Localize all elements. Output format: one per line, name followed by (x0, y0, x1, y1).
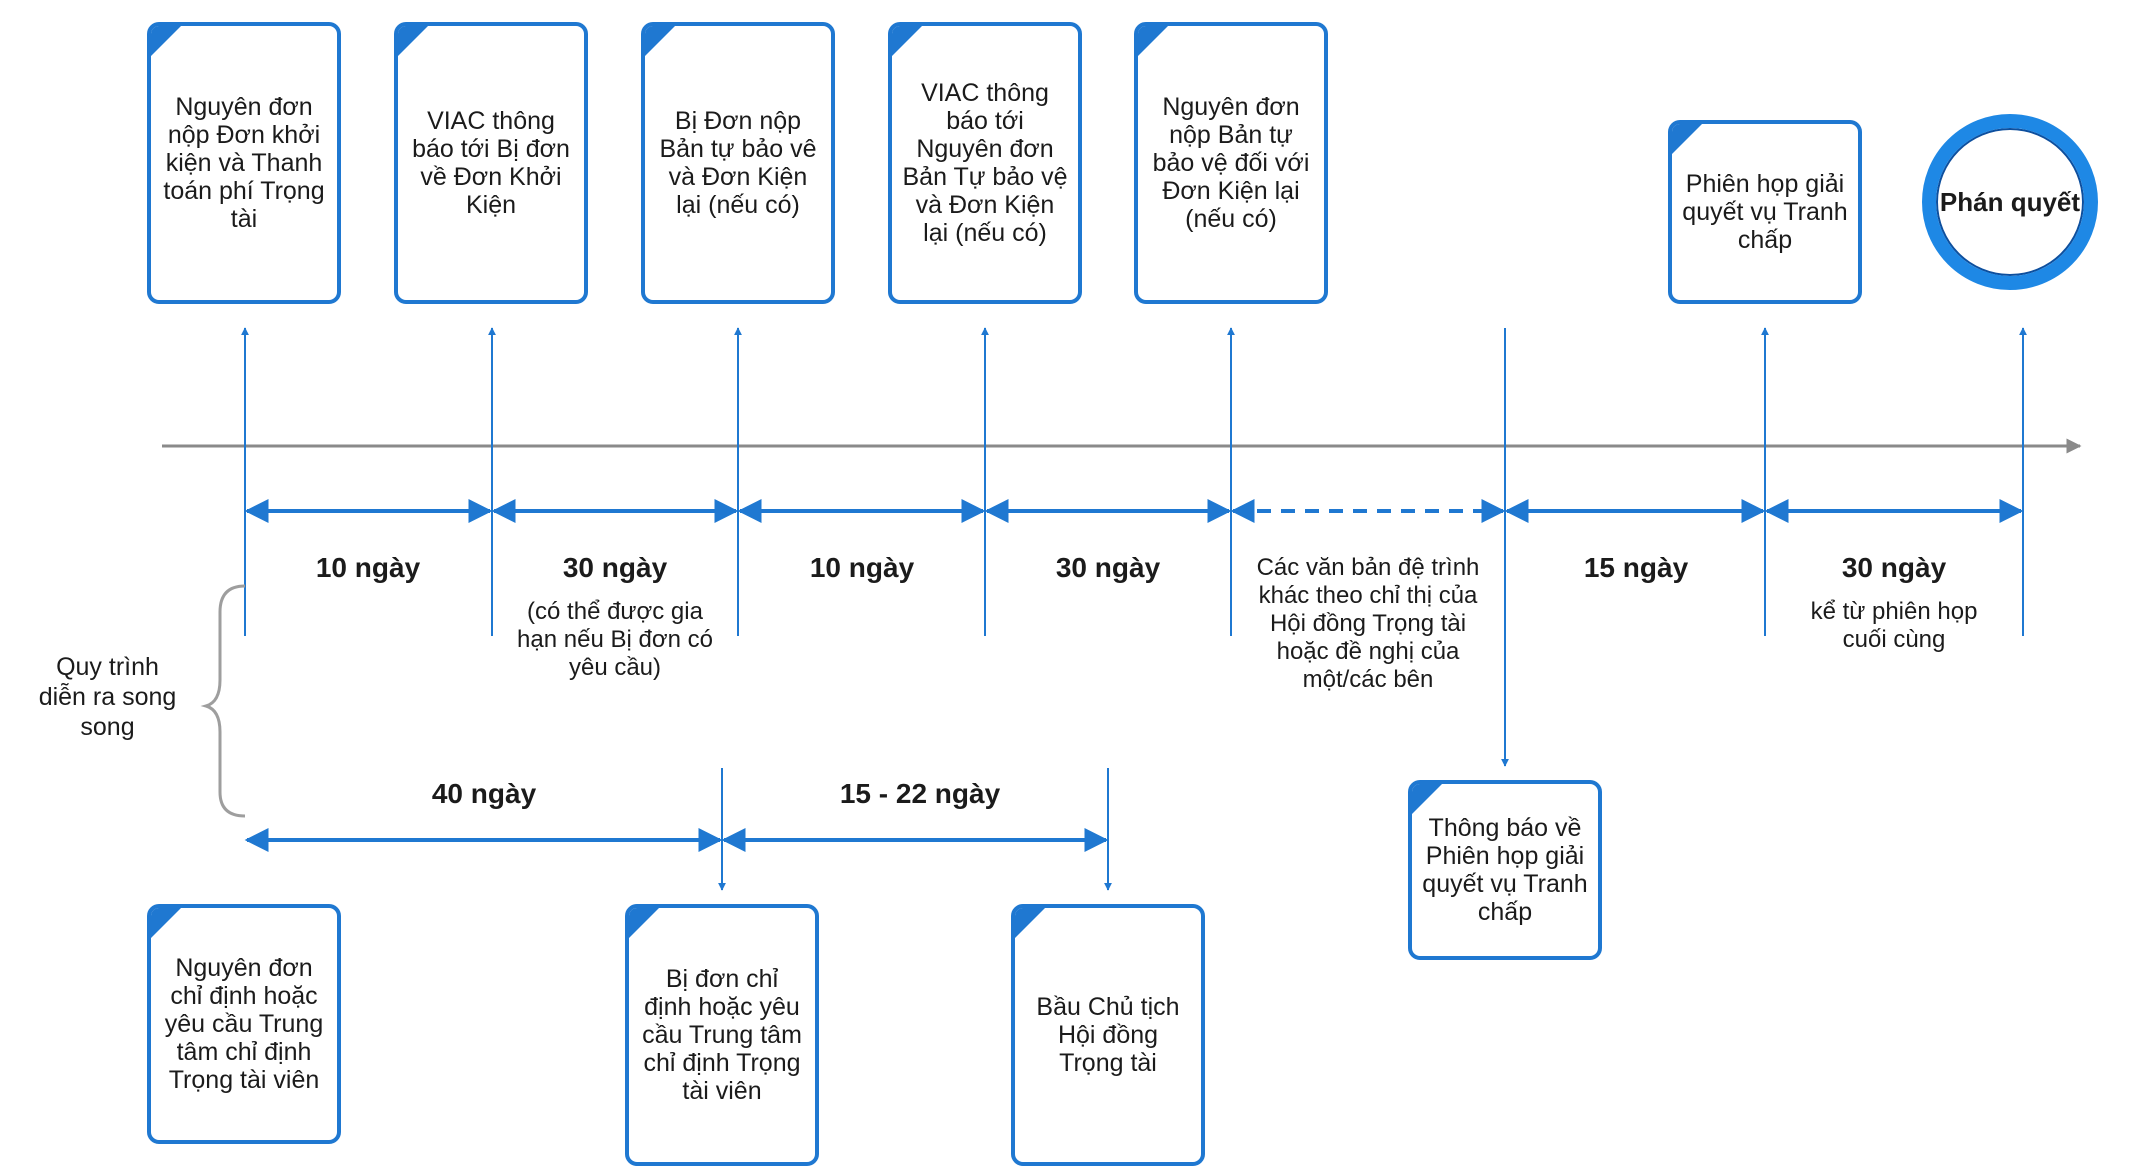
step-box-2: VIAC thông báo tới Bị đơn về Đơn Khởi Ki… (394, 22, 588, 304)
parallel-step-box-2: Bị đơn chỉ định hoặc yêu cầu Trung tâm c… (625, 904, 819, 1166)
step-box-3: Bị Đơn nộp Bản tự bảo vê và Đơn Kiện lại… (641, 22, 835, 304)
hearing-notice-box: Thông báo về Phiên họp giải quyết vụ Tra… (1408, 780, 1602, 960)
parallel-duration-1: 40 ngày (431, 778, 537, 809)
step-label: Nguyên đơn nộp Đơn khởi kiện và Thanh to… (163, 93, 325, 233)
step-box-5: Nguyên đơn nộp Bản tự bảo vệ đối với Đơn… (1134, 22, 1328, 304)
step-label: Bị Đơn nộp Bản tự bảo vê và Đơn Kiện lại… (659, 107, 817, 219)
step-label: Nguyên đơn nộp Bản tự bảo vệ đối với Đơn… (1152, 93, 1310, 233)
parallel-brace (200, 584, 246, 818)
step-box-4: VIAC thông báo tới Nguyên đơn Bản Tự bảo… (888, 22, 1082, 304)
duration-6: 15 ngày (1583, 552, 1689, 583)
step-label: VIAC thông báo tới Nguyên đơn Bản Tự bảo… (902, 79, 1068, 247)
duration-7-note: kể từ phiên họp cuối cùng (1810, 598, 1978, 653)
box-corner (892, 26, 922, 56)
parallel-step-label: Bị đơn chỉ định hoặc yêu cầu Trung tâm c… (642, 965, 802, 1105)
verdict-label: Phán quyết (1939, 186, 2081, 217)
box-corner (629, 908, 659, 938)
box-corner (1672, 124, 1702, 154)
duration-5-note: Các văn bản đệ trình khác theo chỉ thị c… (1256, 554, 1480, 693)
parallel-step-label: Nguyên đơn chỉ định hoặc yêu cầu Trung t… (164, 954, 324, 1094)
parallel-step-box-3: Bầu Chủ tịch Hội đồng Trọng tài (1011, 904, 1205, 1166)
parallel-step-box-1: Nguyên đơn chỉ định hoặc yêu cầu Trung t… (147, 904, 341, 1144)
duration-3: 10 ngày (809, 552, 915, 583)
box-corner (1412, 784, 1442, 814)
box-corner (151, 908, 181, 938)
duration-7: 30 ngày (1841, 552, 1947, 583)
duration-2-note: (có thể được gia hạn nếu Bị đơn có yêu c… (517, 598, 713, 681)
parallel-process-label: Quy trình diễn ra song song (38, 653, 177, 741)
box-corner (1015, 908, 1045, 938)
verdict-circle: Phán quyết (1922, 114, 2098, 290)
step-label: Phiên họp giải quyết vụ Tranh chấp (1682, 170, 1848, 254)
box-corner (1138, 26, 1168, 56)
parallel-step-label: Bầu Chủ tịch Hội đồng Trọng tài (1036, 993, 1180, 1077)
step-box-1: Nguyên đơn nộp Đơn khởi kiện và Thanh to… (147, 22, 341, 304)
hearing-notice-label: Thông báo về Phiên họp giải quyết vụ Tra… (1422, 814, 1588, 926)
step-label: VIAC thông báo tới Bị đơn về Đơn Khởi Ki… (412, 107, 570, 219)
box-corner (151, 26, 181, 56)
box-corner (398, 26, 428, 56)
parallel-duration-2: 15 - 22 ngày (839, 778, 1001, 809)
step-box-6: Phiên họp giải quyết vụ Tranh chấp (1668, 120, 1862, 304)
box-corner (645, 26, 675, 56)
duration-1: 10 ngày (315, 552, 421, 583)
duration-4: 30 ngày (1055, 552, 1161, 583)
duration-2: 30 ngày (562, 552, 668, 583)
